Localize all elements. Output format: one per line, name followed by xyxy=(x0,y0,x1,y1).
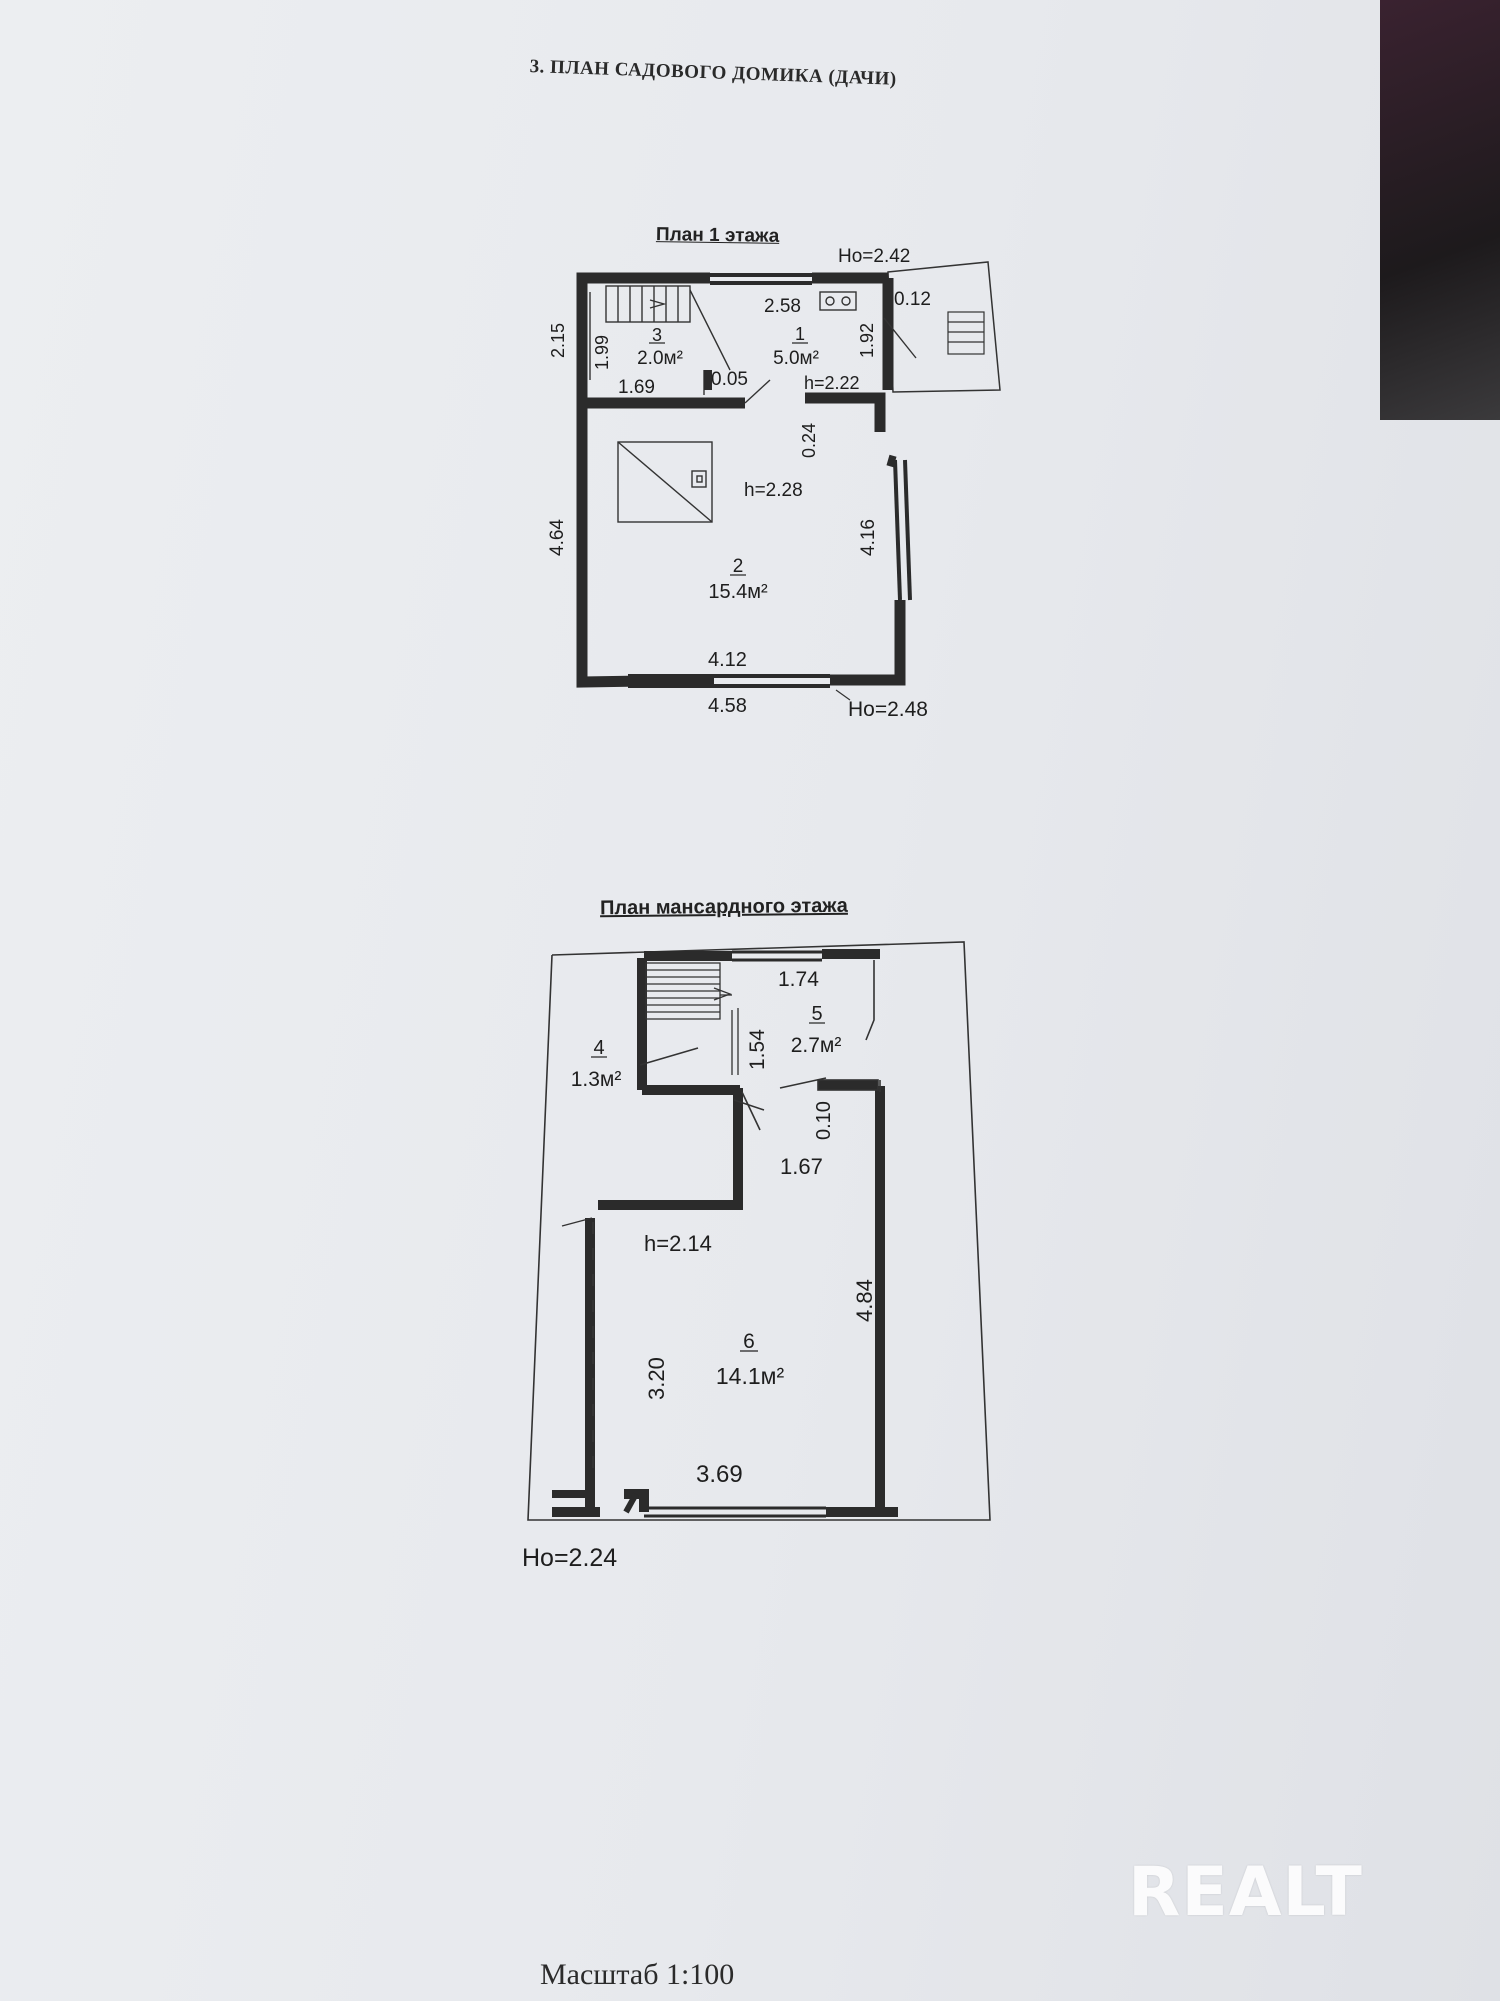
room1-depth-label: 1.92 xyxy=(857,323,877,358)
ground-door-swing xyxy=(744,379,771,404)
outer-height-bottom-label: Но=2.48 xyxy=(848,698,928,721)
furnace-icon xyxy=(617,441,713,523)
room1-width-label: 2.58 xyxy=(764,296,801,317)
attic-wall-corner xyxy=(623,1492,639,1514)
room1-area: 5.0м² xyxy=(773,348,819,369)
main-height-label: h=2.28 xyxy=(744,480,803,501)
partition-post xyxy=(704,370,712,390)
attic-partitions xyxy=(639,960,881,1131)
attic-windows xyxy=(644,950,826,1518)
porch-door-swing xyxy=(883,317,917,359)
attic-walls xyxy=(552,949,898,1517)
room1-number: 1 xyxy=(795,324,805,344)
room6-area: 14.1м² xyxy=(716,1363,785,1389)
room5-number: 5 xyxy=(811,1003,822,1025)
scale-label: Масштаб 1:100 xyxy=(540,1958,735,1991)
room6-width-label: 3.69 xyxy=(696,1461,743,1488)
ground-stairs-icon xyxy=(589,285,731,395)
room4-area: 1.3м² xyxy=(571,1068,622,1091)
table-background xyxy=(1380,0,1500,420)
room4-number: 4 xyxy=(593,1037,604,1059)
attic-height-label: h=2.14 xyxy=(644,1231,712,1256)
main-inner-width-label: 4.12 xyxy=(708,649,747,671)
stair-width-label: 1.69 xyxy=(618,377,655,398)
room6-number: 6 xyxy=(743,1330,755,1353)
outer-height-top-label: Но=2.42 xyxy=(838,246,910,267)
room2-area: 15.4м² xyxy=(708,581,768,603)
hall-height-label: h=2.22 xyxy=(804,373,860,393)
room5-depth-label: 1.54 xyxy=(746,1029,769,1070)
attic-floor-plan: 1.74 5 2.7м² 1.54 4 1.3м² 0.10 1.67 h=2.… xyxy=(522,941,991,1572)
partition-label: 0.05 xyxy=(711,369,748,390)
eave-edge xyxy=(561,1217,593,1227)
attic-outer-height-label: Но=2.24 xyxy=(522,1544,617,1572)
realt-watermark: REALT xyxy=(1128,1853,1363,1932)
outer-width-label: 4.58 xyxy=(708,695,747,717)
porch-outline xyxy=(887,261,1001,393)
porch-offset-label: 0.12 xyxy=(894,289,931,310)
room2-number: 2 xyxy=(733,556,744,577)
main-left-label: 4.64 xyxy=(547,519,568,556)
outer-left-top-label: 2.15 xyxy=(548,323,568,358)
porch-stairs-icon xyxy=(947,311,985,355)
attic-stairs-icon xyxy=(645,962,739,1075)
leader-line xyxy=(835,689,851,701)
room6-depth-right-label: 4.84 xyxy=(852,1279,877,1322)
ground-floor-walls xyxy=(576,272,906,688)
room3-area: 2.0м² xyxy=(637,348,683,369)
ground-floor-plan: Но=2.42 2.58 0.12 1 5.0м² 1.92 h=2.22 3 … xyxy=(547,246,1001,721)
attic-roof-outline xyxy=(527,941,991,1521)
room5-width-label: 1.74 xyxy=(778,968,819,991)
ground-floor-windows xyxy=(628,273,912,688)
wall-step-label: 0.24 xyxy=(799,423,819,458)
room3-number: 3 xyxy=(652,325,662,345)
stair-depth-label: 1.99 xyxy=(592,335,612,370)
room6-depth-left-label: 3.20 xyxy=(644,1357,669,1400)
window-mullion xyxy=(706,676,714,686)
main-right-label: 4.16 xyxy=(858,519,879,556)
room5-area: 2.7м² xyxy=(791,1034,842,1057)
wall-gap-label: 0.10 xyxy=(813,1101,835,1140)
passage-label: 1.67 xyxy=(780,1154,823,1179)
stove-icon xyxy=(819,291,857,311)
